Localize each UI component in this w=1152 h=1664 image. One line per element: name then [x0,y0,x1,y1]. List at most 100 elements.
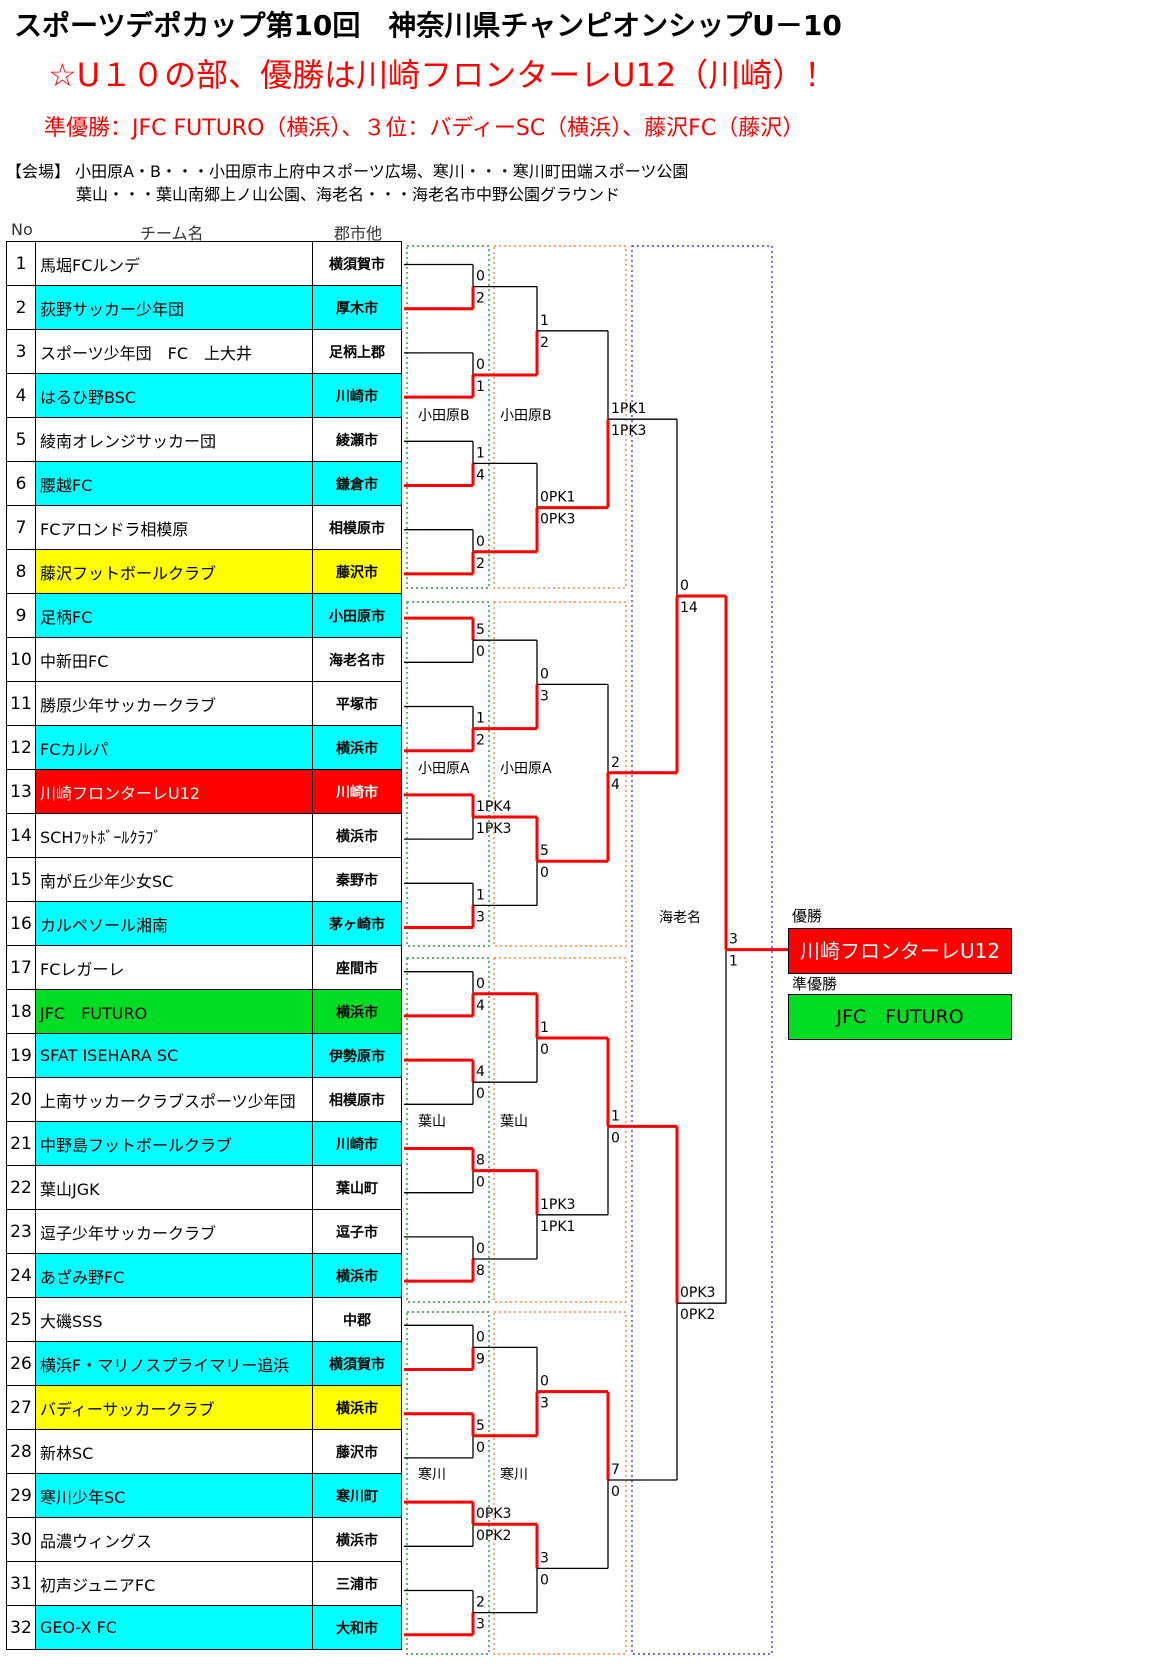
team-city: 茅ヶ崎市 [312,901,402,946]
team-city: 海老名市 [312,637,402,682]
venue-label: 葉山 [500,1114,528,1130]
match-score: 0PK3 [680,1285,715,1301]
team-name: カルペソール湘南 [35,901,313,946]
match-score: 9 [476,1351,485,1367]
page-title: スポーツデポカップ第10回 神奈川県チャンピオンシップU－10 [14,9,842,42]
team-number: 31 [6,1561,36,1606]
venue-label: 寒川 [500,1466,528,1483]
team-city: 横浜市 [312,1517,402,1562]
match-score: 1PK3 [540,1197,575,1213]
match-score: 0 [476,1440,485,1456]
venue-label: 小田原B [418,408,470,424]
team-number: 32 [6,1605,36,1650]
team-name: 馬堀FCルンデ [35,241,313,286]
match-score: 0 [476,1175,485,1191]
match-score: 1 [729,954,738,970]
team-number: 15 [6,857,36,902]
venue-label: 葉山 [418,1114,446,1130]
match-score: 0 [476,1241,485,1257]
team-city: 藤沢市 [312,1429,402,1474]
team-city: 鎌倉市 [312,461,402,506]
match-score: 5 [476,622,485,638]
match-score: 0 [476,976,485,992]
team-name: 腰越FC [35,461,313,506]
team-city: 葉山町 [312,1165,402,1210]
match-score: 0 [476,269,485,285]
column-header-city: 郡市他 [334,224,383,243]
match-score: 2 [476,733,485,749]
venue-box-r1 [406,957,490,1303]
match-score: 0PK2 [476,1528,511,1544]
match-score: 2 [476,291,485,307]
match-score: 0PK2 [680,1307,715,1323]
team-city: 足柄上郡 [312,329,402,374]
team-name: 川崎フロンターレU12 [35,769,313,814]
team-name: 藤沢フットボールクラブ [35,549,313,594]
team-name: スポーツ少年団 FC 上大井 [35,329,313,374]
team-city: 中郡 [312,1297,402,1342]
venue-label: 小田原A [418,761,470,777]
match-score: 1PK1 [540,1219,575,1235]
team-number: 10 [6,637,36,682]
runner-up-box: JFC FUTURO [788,994,1012,1040]
venue-box-r2 [493,957,627,1303]
venue-label: 寒川 [418,1466,446,1483]
match-score: 0 [540,1042,549,1058]
team-name: 葉山JGK [35,1165,313,1210]
team-name: 荻野サッカー少年団 [35,285,313,330]
team-city: 藤沢市 [312,549,402,594]
match-score: 3 [540,1550,549,1566]
team-number: 13 [6,769,36,814]
team-name: 逗子少年サッカークラブ [35,1209,313,1254]
match-score: 1PK3 [611,423,646,439]
venue-label: 小田原B [500,408,552,424]
team-number: 25 [6,1297,36,1342]
team-name: FCカルパ [35,725,313,770]
match-score: 2 [476,556,485,572]
match-score: 0 [540,865,549,881]
team-city: 座間市 [312,945,402,990]
column-header-team: チーム名 [140,224,204,243]
team-name: SCHﾌｯﾄﾎﾞｰﾙｸﾗﾌﾞ [35,813,313,858]
match-score: 3 [476,909,485,925]
team-name: 上南サッカークラブスポーツ少年団 [35,1077,313,1122]
venue-box-r2 [493,245,627,589]
team-number: 30 [6,1517,36,1562]
match-score: 0 [611,1130,620,1146]
champion-label: 優勝 [792,907,823,925]
match-score: 14 [680,600,698,616]
team-name: 初声ジュニアFC [35,1561,313,1606]
match-score: 5 [540,843,549,859]
team-city: 平塚市 [312,681,402,726]
venue-box-r1 [406,1311,490,1655]
team-name: 足柄FC [35,593,313,638]
venue-box-r2 [493,1311,627,1655]
venue-box-r1 [406,601,490,947]
champion-headline: ☆U１０の部、優勝は川崎フロンターレU12（川崎）！ [48,56,837,94]
match-score: 1 [476,887,485,903]
match-score: 7 [611,1462,620,1478]
match-score: 2 [611,755,620,771]
match-score: 1 [476,379,485,395]
venue-label: 小田原A [500,761,552,777]
team-city: 横浜市 [312,1385,402,1430]
team-name: GEO-X FC [35,1605,313,1650]
venue-label: 海老名 [659,910,701,926]
team-number: 29 [6,1473,36,1518]
